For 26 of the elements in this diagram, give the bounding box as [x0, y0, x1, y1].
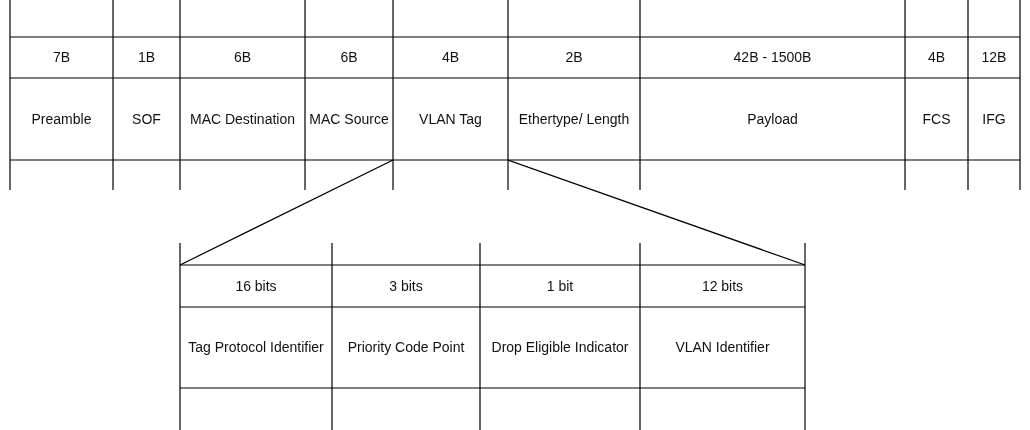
field-name: VLAN Identifier — [675, 338, 770, 357]
field-name: Ethertype/ Length — [518, 109, 630, 129]
size-label: 12 bits — [701, 276, 744, 296]
size-label: 12B — [981, 48, 1007, 67]
size-label: 16 bits — [235, 276, 277, 296]
size-label: 6B — [340, 48, 358, 67]
field-name: MAC Source — [309, 109, 389, 129]
field-name: Drop Eligible Indicator — [491, 338, 629, 357]
field-name: IFG — [982, 109, 1006, 129]
size-label: 6B — [233, 48, 252, 67]
field-name: MAC Destination — [189, 109, 295, 129]
size-label: 4B — [441, 48, 460, 67]
field-name: Priority Code Point — [347, 338, 465, 357]
field-name: Tag Protocol Identifier — [188, 338, 324, 357]
field-name: Preamble — [31, 109, 92, 129]
field-name: VLAN Tag — [419, 109, 482, 129]
size-label: 42B - 1500B — [733, 48, 812, 67]
size-label: 3 bits — [389, 276, 423, 296]
size-label: 1B — [137, 48, 156, 67]
field-name: SOF — [132, 109, 161, 129]
size-label: 2B — [565, 48, 583, 67]
size-label: 1 bit — [546, 276, 574, 296]
size-label: 4B — [927, 48, 946, 67]
size-label: 7B — [52, 48, 71, 67]
field-name: FCS — [922, 109, 951, 129]
field-name: Payload — [747, 109, 798, 129]
